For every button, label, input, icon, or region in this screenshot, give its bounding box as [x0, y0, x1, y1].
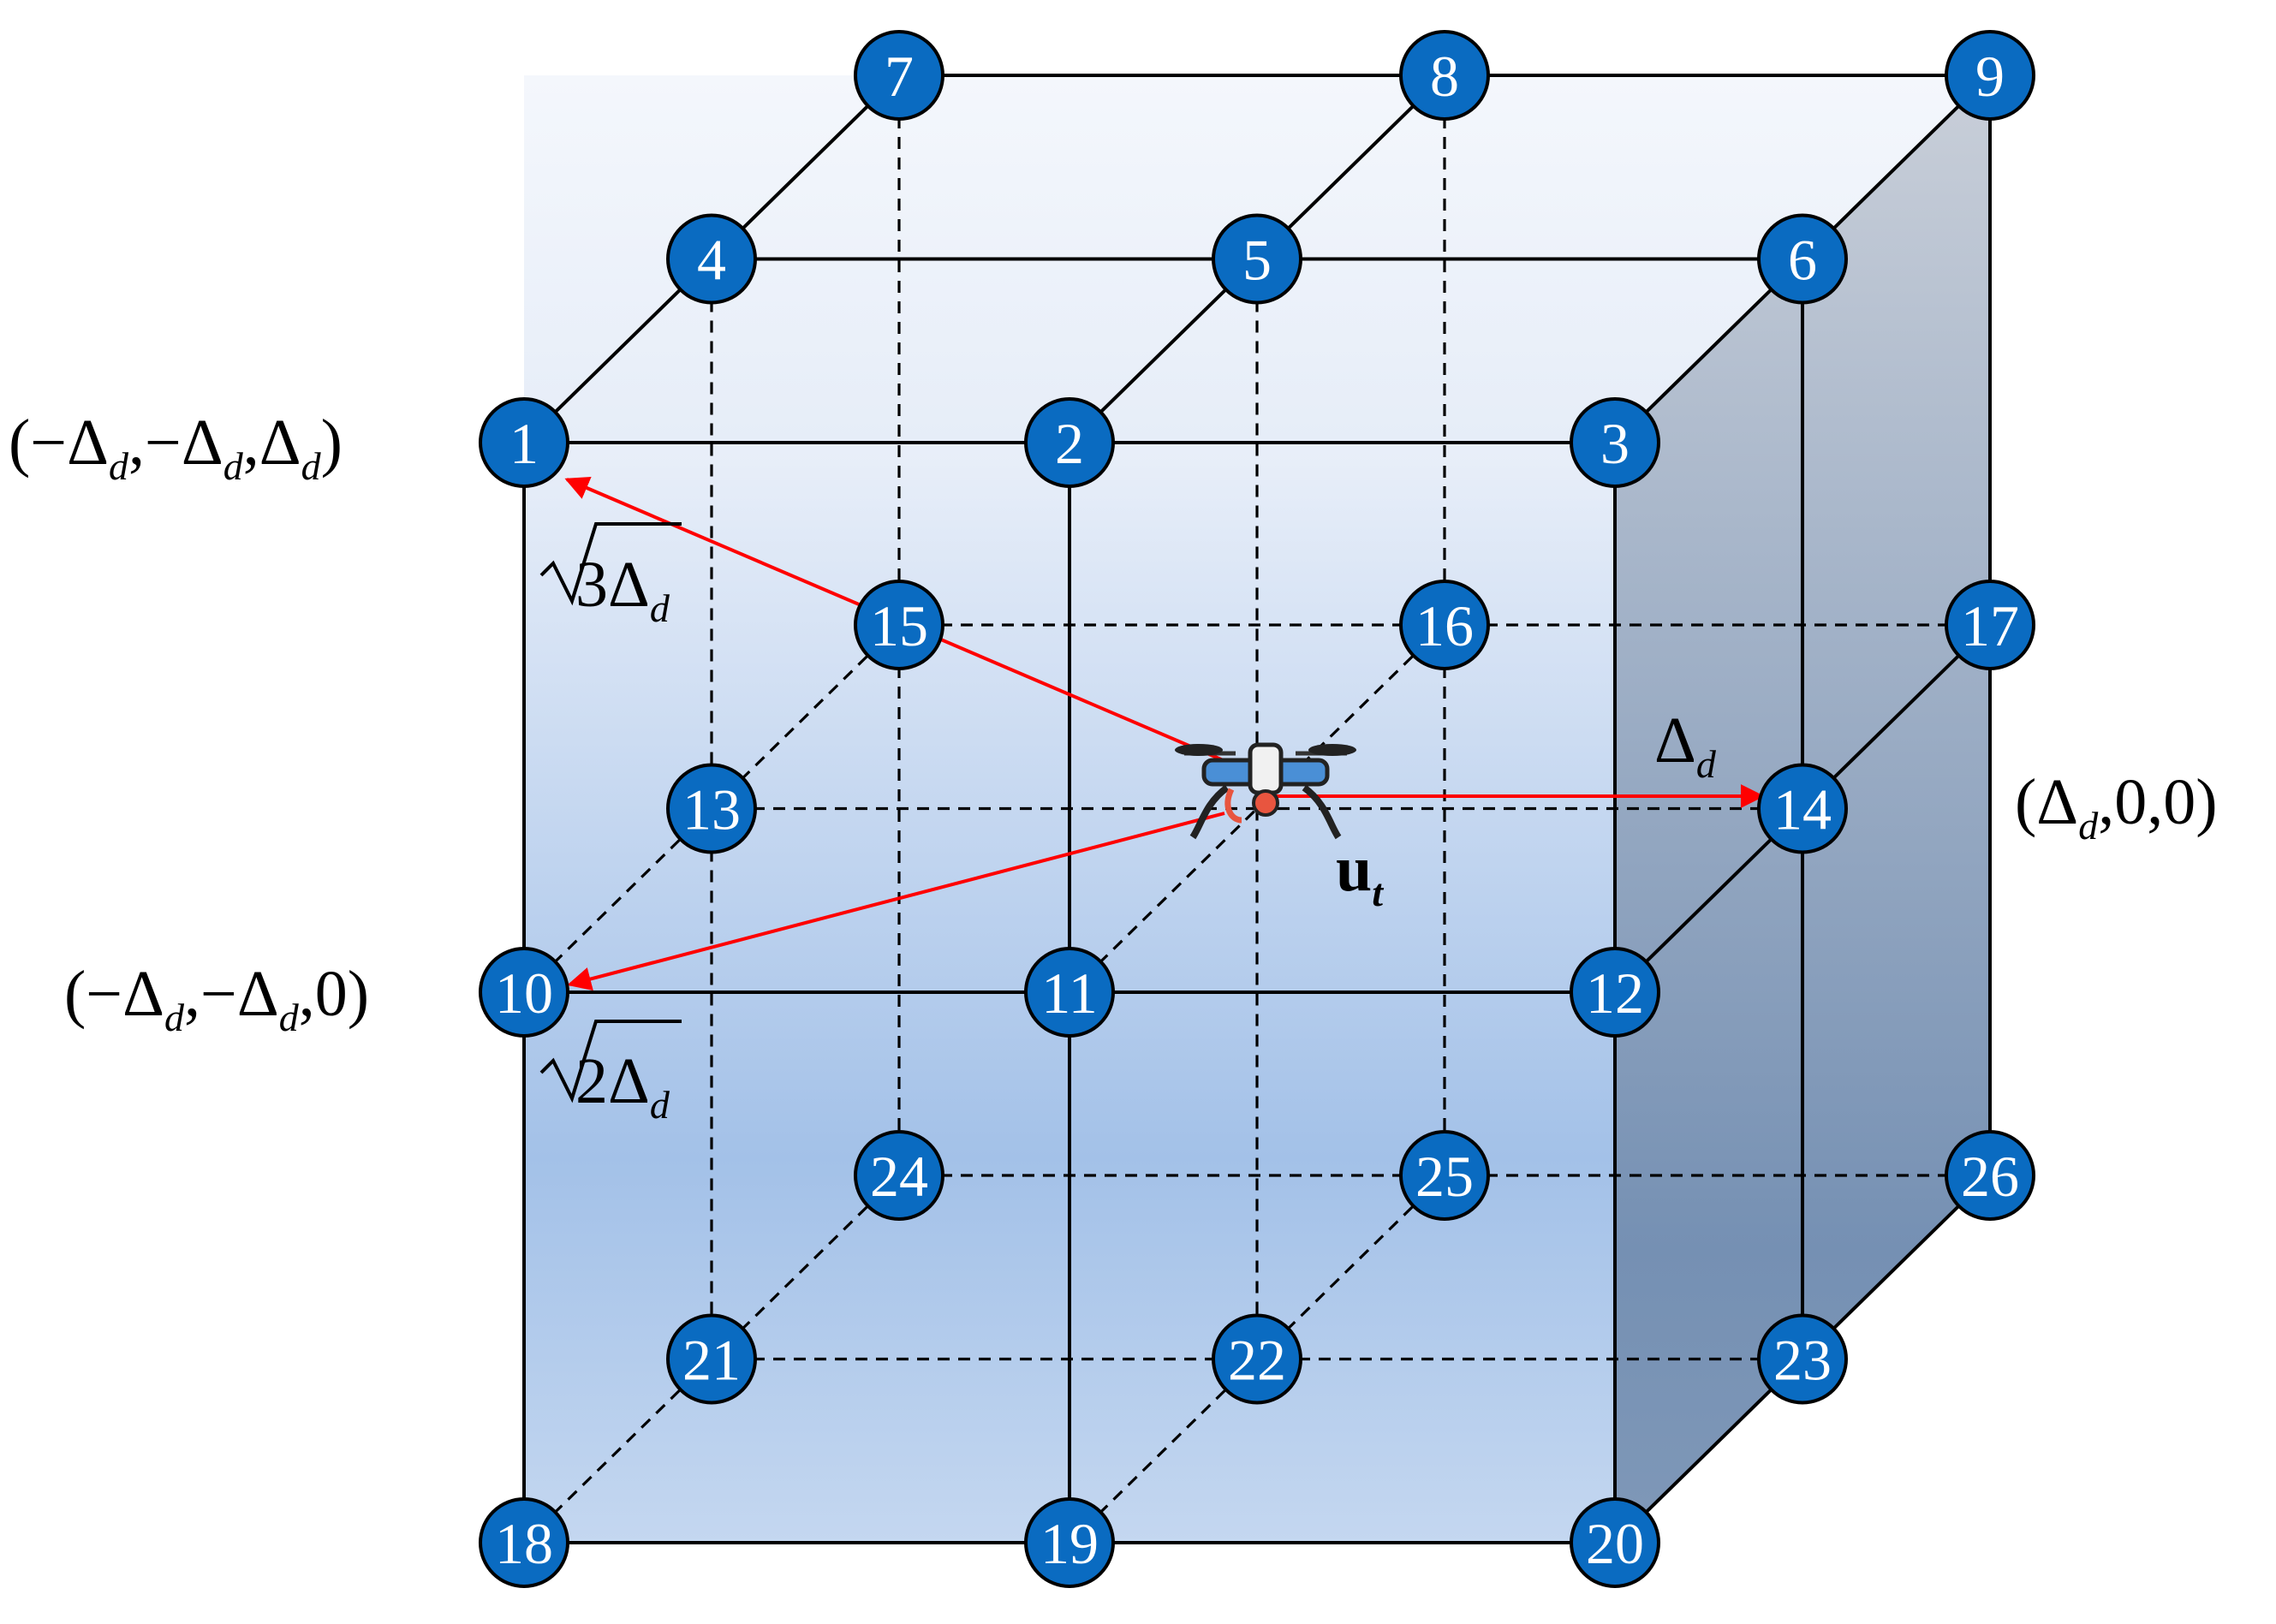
node-circle [479, 397, 569, 488]
node-label: 26 [1961, 1144, 2019, 1209]
node-circle [1399, 580, 1490, 670]
lattice-node-19: 19 [1024, 1497, 1115, 1588]
distance-label-axis: Δd [1654, 705, 1717, 786]
node-circle [1212, 213, 1302, 305]
lattice-node-22: 22 [1212, 1313, 1302, 1405]
node-label: 22 [1228, 1328, 1286, 1393]
node-circle [1570, 397, 1660, 488]
node-label: 23 [1773, 1328, 1832, 1393]
lattice-node-15: 15 [854, 580, 944, 670]
node-circle [1757, 1313, 1848, 1405]
node-circle [1024, 397, 1115, 488]
node-label: 8 [1430, 44, 1459, 109]
node-circle [854, 1130, 944, 1221]
node-circle [1570, 1497, 1660, 1588]
node-label: 21 [682, 1328, 741, 1393]
node-circle [1945, 580, 2035, 670]
node-label: 19 [1040, 1511, 1099, 1576]
lattice-node-26: 26 [1945, 1130, 2035, 1221]
coord-label-node-14: (Δd,0,0) [2015, 766, 2218, 848]
distance-label-sqrt2: 2Δd [539, 1020, 682, 1127]
vector-to-node-10 [567, 812, 1225, 991]
coord-label-node-10: (−Δd,−Δd,0) [64, 958, 369, 1039]
node-circle [1757, 213, 1848, 305]
node-label: 25 [1415, 1144, 1474, 1209]
node-circle [854, 580, 944, 670]
lattice-node-11: 11 [1024, 947, 1115, 1038]
node-label: 10 [495, 961, 553, 1026]
node-circle [479, 947, 569, 1038]
node-label: 4 [697, 228, 726, 293]
node-circle [1757, 763, 1848, 854]
node-circle [666, 763, 757, 854]
drone-position-label: ut [1336, 833, 1384, 914]
node-label: 1 [509, 411, 539, 476]
node-circle [1570, 947, 1660, 1038]
node-label: 11 [1041, 961, 1097, 1026]
lattice-node-4: 4 [666, 213, 757, 305]
node-circle [1945, 1130, 2035, 1221]
hidden-edges [522, 75, 1990, 1544]
node-circle [1024, 947, 1115, 1038]
node-circle [666, 1313, 757, 1405]
lattice-node-1: 1 [479, 397, 569, 488]
lattice-node-21: 21 [666, 1313, 757, 1405]
node-label: 5 [1242, 228, 1272, 293]
lattice-node-3: 3 [1570, 397, 1660, 488]
node-circle [854, 30, 944, 121]
node-circle [666, 213, 757, 305]
lattice-node-6: 6 [1757, 213, 1848, 305]
node-circle [1024, 1497, 1115, 1588]
node-label: 15 [870, 593, 928, 658]
node-circle [1399, 30, 1490, 121]
lattice-node-2: 2 [1024, 397, 1115, 488]
node-label: 18 [495, 1511, 553, 1576]
node-label: 16 [1415, 593, 1474, 658]
lattice-node-25: 25 [1399, 1130, 1490, 1221]
lattice-node-23: 23 [1757, 1313, 1848, 1405]
node-label: 7 [885, 44, 914, 109]
lattice-node-13: 13 [666, 763, 757, 854]
drone-icon [1175, 742, 1356, 840]
lattice-node-18: 18 [479, 1497, 569, 1588]
node-label: 9 [1975, 44, 2005, 109]
lattice-node-14: 14 [1757, 763, 1848, 854]
node-label: 24 [870, 1144, 928, 1209]
node-label: 6 [1788, 228, 1817, 293]
node-circle [1399, 1130, 1490, 1221]
lattice-node-9: 9 [1945, 30, 2035, 121]
svg-text:3Δd: 3Δd [575, 549, 670, 630]
distance-label-sqrt3: 3Δd [539, 522, 682, 630]
lattice-node-16: 16 [1399, 580, 1490, 670]
node-label: 3 [1600, 411, 1630, 476]
node-label: 14 [1773, 777, 1832, 842]
lattice-node-7: 7 [854, 30, 944, 121]
lattice-node-17: 17 [1945, 580, 2035, 670]
node-label: 13 [682, 777, 741, 842]
lattice-node-10: 10 [479, 947, 569, 1038]
coord-label-node-1: (−Δd,−Δd,Δd) [9, 407, 343, 488]
svg-text:2Δd: 2Δd [575, 1045, 670, 1127]
node-label: 12 [1586, 961, 1644, 1026]
node-label: 17 [1961, 593, 2019, 658]
node-label: 20 [1586, 1511, 1644, 1576]
node-circle [1212, 1313, 1302, 1405]
node-circle [1945, 30, 2035, 121]
lattice-node-8: 8 [1399, 30, 1490, 121]
lattice-node-20: 20 [1570, 1497, 1660, 1588]
node-label: 2 [1055, 411, 1084, 476]
lattice-node-12: 12 [1570, 947, 1660, 1038]
lattice-node-5: 5 [1212, 213, 1302, 305]
node-circle [479, 1497, 569, 1588]
lattice-node-24: 24 [854, 1130, 944, 1221]
